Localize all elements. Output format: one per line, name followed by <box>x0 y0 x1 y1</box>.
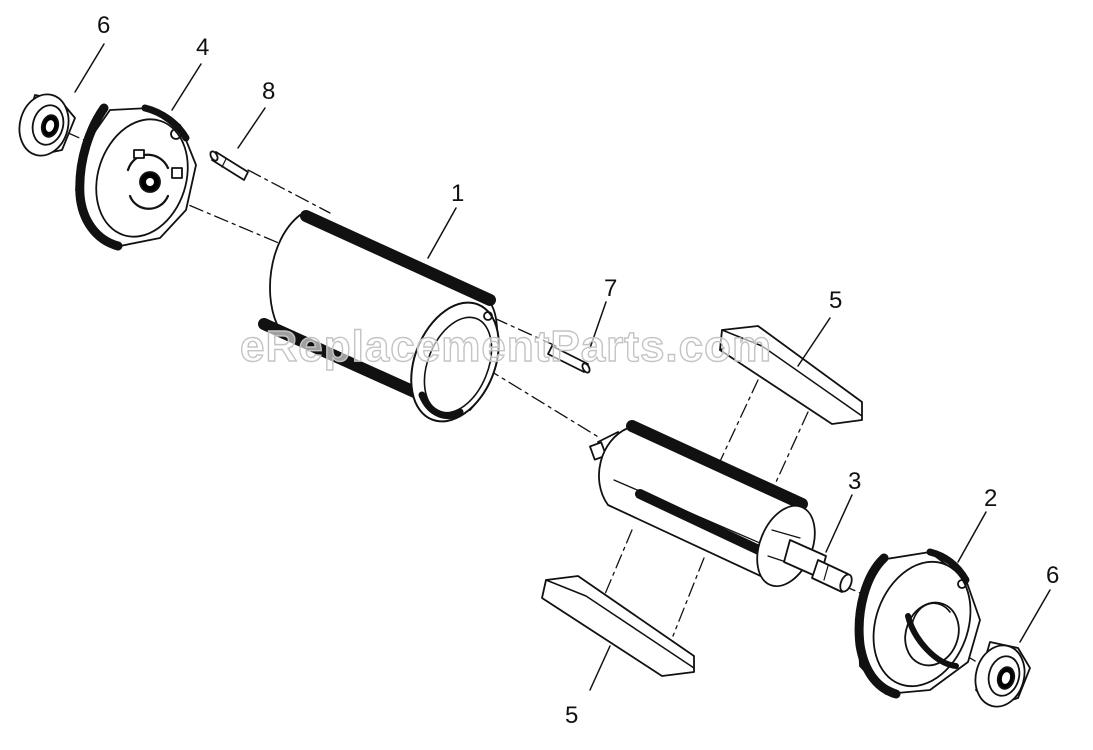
callout-2: 2 <box>984 485 998 512</box>
callout-3: 3 <box>848 468 862 495</box>
callout-5-top: 5 <box>829 287 843 314</box>
part-2-end-housing <box>854 548 981 699</box>
callout-4: 4 <box>196 34 210 61</box>
part-4-end-housing <box>75 103 197 251</box>
leader-lines <box>74 43 1051 691</box>
callout-8: 8 <box>262 78 276 105</box>
part-5-vane-top <box>719 325 863 425</box>
part-1-cylinder <box>258 210 500 423</box>
watermark: eReplacementParts.com <box>239 321 773 371</box>
part-7-pin <box>547 345 591 374</box>
callout-6-top: 6 <box>97 12 111 39</box>
callout-7: 7 <box>604 275 618 302</box>
part-6-bearing-top-left <box>18 93 76 157</box>
part-8-pin <box>209 150 249 181</box>
callout-5-bottom: 5 <box>565 702 579 729</box>
part-5-vane-bottom <box>541 575 695 677</box>
part-3-rotor <box>589 420 853 593</box>
part-6-bearing-bottom-right <box>974 641 1031 708</box>
callout-1: 1 <box>451 180 465 207</box>
callout-6-bottom: 6 <box>1046 562 1060 589</box>
